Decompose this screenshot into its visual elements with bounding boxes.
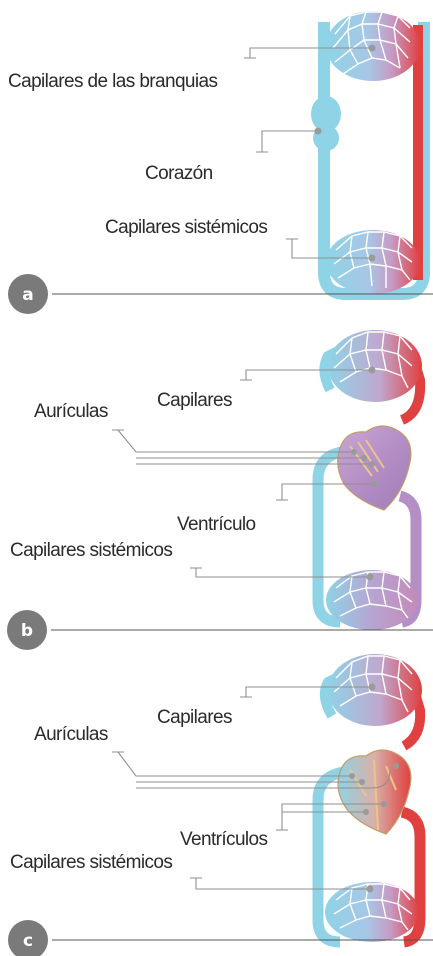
lung-capillary-bed-b [328, 330, 422, 402]
badge-a: a [8, 274, 48, 314]
label-systemic-capillaries-b: Capilares sistémicos [10, 540, 172, 561]
svg-text:a: a [22, 285, 33, 305]
label-atria-c: Aurículas [34, 724, 108, 745]
badge-b: b [7, 610, 47, 650]
label-atria-b: Aurículas [34, 401, 108, 422]
diagram-a: Capilares de las branquias Corazón Capil… [8, 11, 433, 314]
label-ventricles-c: Ventrículos [180, 829, 267, 850]
svg-text:b: b [21, 621, 33, 641]
label-systemic-capillaries-a: Capilares sistémicos [105, 217, 267, 238]
label-systemic-capillaries-c: Capilares sistémicos [10, 852, 172, 873]
systemic-capillary-bed-a [326, 230, 420, 294]
diagram-c: Capilares Aurículas Ventrículos Capilare… [8, 654, 433, 956]
label-ventricle-b: Ventrículo [177, 514, 256, 535]
badge-c: c [8, 920, 48, 956]
label-capillaries-b: Capilares [157, 390, 232, 411]
lung-capillary-bed-c [328, 654, 422, 726]
leader-heart-a [256, 128, 322, 153]
label-capillaries-c: Capilares [157, 707, 232, 728]
label-heart: Corazón [145, 163, 213, 184]
diagram-b: Capilares Aurículas Ventrículo Capilares… [7, 330, 433, 650]
label-gill-capillaries: Capilares de las branquias [8, 71, 217, 92]
svg-text:c: c [23, 931, 33, 951]
